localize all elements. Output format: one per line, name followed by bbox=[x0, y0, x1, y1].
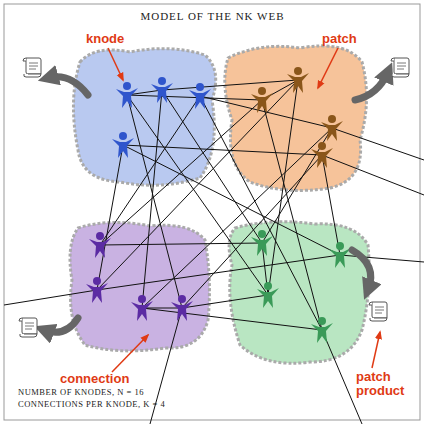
note-text: CONNECTIONS PER KNODE, K = 4 bbox=[18, 399, 238, 410]
patch-orange bbox=[225, 46, 367, 191]
frame bbox=[4, 4, 420, 420]
knodes-blue bbox=[112, 77, 211, 158]
callout-label: knode bbox=[86, 32, 146, 46]
callout-label: patch product bbox=[356, 370, 416, 398]
callout-leaders bbox=[108, 48, 380, 372]
knodes-orange bbox=[251, 67, 343, 168]
scroll-icon bbox=[19, 318, 37, 337]
scroll-icon bbox=[369, 302, 387, 321]
scroll-icon bbox=[23, 58, 41, 77]
connection-lines bbox=[4, 80, 424, 424]
scroll-icon bbox=[391, 58, 409, 77]
knodes-purple bbox=[86, 232, 193, 321]
callout-label: connection bbox=[60, 372, 160, 386]
product-arrows bbox=[44, 72, 388, 332]
knodes-green bbox=[251, 230, 351, 343]
patch-purple bbox=[70, 222, 209, 350]
diagram-title: MODEL OF THE NK WEB bbox=[0, 10, 425, 22]
note-text: NUMBER OF KNODES, N = 16 bbox=[18, 387, 218, 398]
callout-label: patch bbox=[322, 32, 382, 46]
